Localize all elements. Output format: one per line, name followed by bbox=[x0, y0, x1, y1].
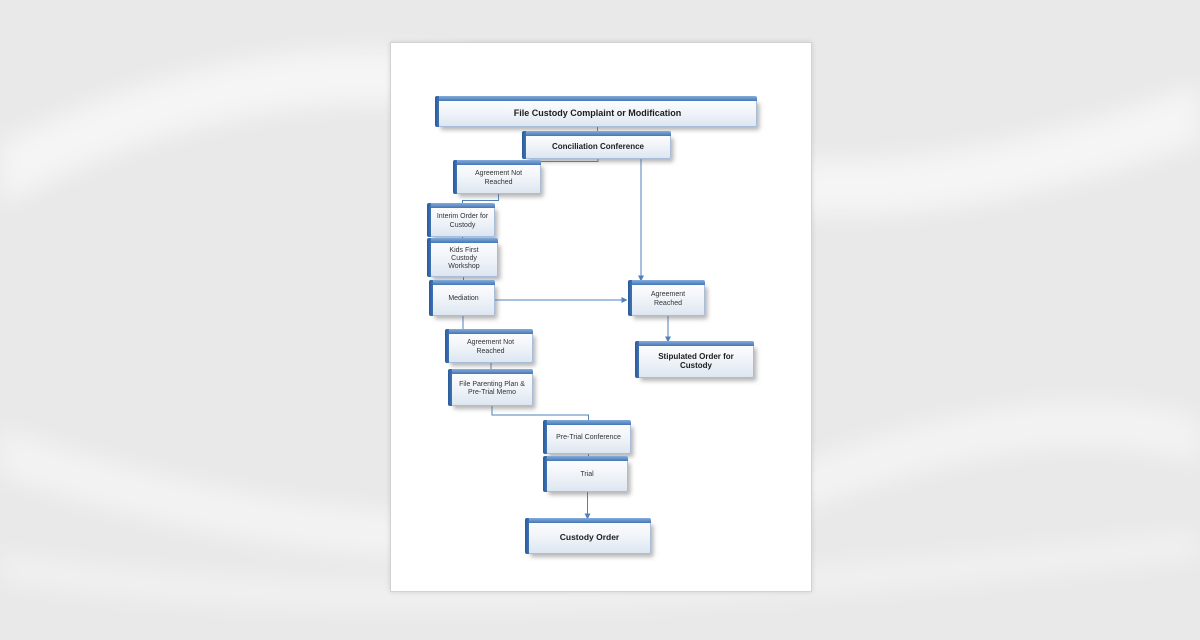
node-pre-trial-conference: Pre-Trial Conference bbox=[543, 420, 631, 454]
node-agreement-reached: Agreement Reached bbox=[628, 280, 705, 316]
node-stipulated-order-for-custody: Stipulated Order for Custody bbox=[635, 341, 754, 378]
node-file-parenting-plan: File Parenting Plan & Pre-Trial Memo bbox=[448, 369, 533, 406]
node-agreement-not-reached-1: Agreement Not Reached bbox=[453, 160, 541, 194]
connector bbox=[491, 406, 589, 424]
node-mediation: Mediation bbox=[429, 280, 495, 316]
node-custody-order: Custody Order bbox=[525, 518, 651, 554]
node-conciliation-conference: Conciliation Conference bbox=[522, 131, 671, 159]
node-trial: Trial bbox=[543, 456, 628, 492]
node-agreement-not-reached-2: Agreement Not Reached bbox=[445, 329, 533, 363]
node-interim-order-for-custody: Interim Order for Custody bbox=[427, 203, 495, 237]
document-page: File Custody Complaint or Modification C… bbox=[390, 42, 812, 592]
node-kids-first-custody-workshop: Kids First Custody Workshop bbox=[427, 238, 498, 277]
node-file-custody-complaint: File Custody Complaint or Modification bbox=[435, 96, 757, 127]
